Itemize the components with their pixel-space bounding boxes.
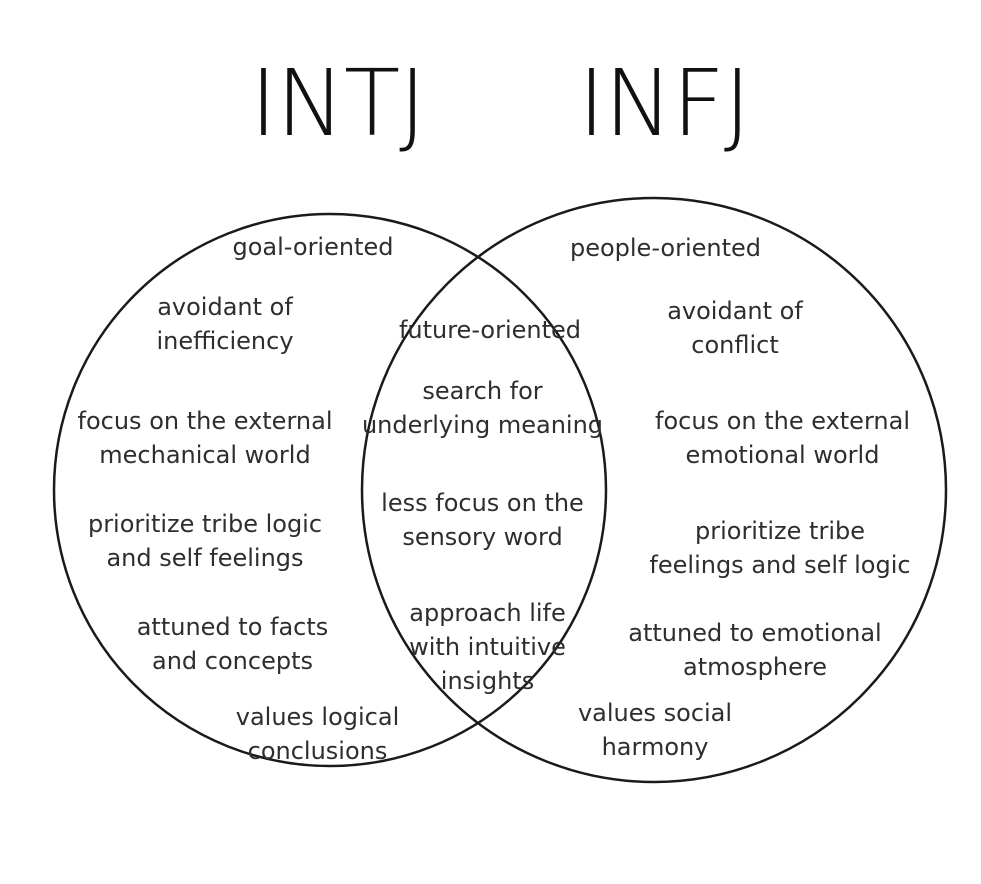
infj-trait: people-oriented [569,234,762,262]
shared-trait: search for underlying meaning [361,377,604,439]
shared-trait: less focus on the sensory word [381,489,584,551]
infj-trait: avoidant of conflict [667,297,803,359]
infj-trait: prioritize tribe feelings and self logic [649,517,911,579]
intj-title: INTJ [250,50,426,157]
infj-trait: attuned to emotional atmosphere [628,619,882,681]
intj-trait: avoidant of inefficiency [156,293,294,355]
intj-circle [52,212,608,768]
infj-trait: focus on the external emotional world [655,407,910,469]
infj-circle [360,196,948,784]
intj-trait: goal-oriented [232,233,394,261]
intj-trait: attuned to facts and concepts [136,613,329,675]
shared-trait: future-oriented [398,316,582,344]
intj-trait: focus on the external mechanical world [77,407,333,469]
intj-trait: values logical conclusions [235,703,400,765]
infj-title: INFJ [578,50,751,157]
intj-trait: prioritize tribe logic and self feelings [87,510,323,572]
shared-trait: approach life with intuitive insights [409,599,566,695]
infj-trait: values social harmony [577,699,733,761]
